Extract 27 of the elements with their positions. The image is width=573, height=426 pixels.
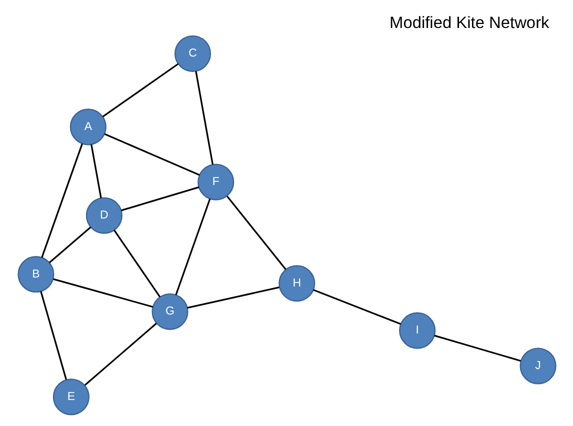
connector xyxy=(312,289,400,325)
connector xyxy=(40,144,82,258)
connector xyxy=(52,278,153,308)
connector xyxy=(120,186,199,212)
node-circle: A xyxy=(69,108,106,146)
connector xyxy=(90,144,102,198)
node-circle: G xyxy=(151,293,188,330)
connector xyxy=(186,286,279,309)
connector xyxy=(434,334,520,362)
connector xyxy=(104,133,200,176)
node-circle: C xyxy=(174,35,211,72)
node-circle: E xyxy=(52,378,89,416)
connector xyxy=(113,230,160,298)
node-circle: D xyxy=(85,197,122,234)
connector xyxy=(48,226,91,264)
connector xyxy=(226,195,286,270)
connector xyxy=(40,291,66,380)
node-circle: H xyxy=(278,265,315,302)
connector xyxy=(174,198,210,296)
connector xyxy=(194,71,213,165)
node-circle: J xyxy=(519,348,556,384)
node-circle: F xyxy=(197,164,234,200)
connector xyxy=(102,63,178,118)
diagram-title: Modified Kite Network xyxy=(389,14,549,32)
node-circle: I xyxy=(398,312,436,349)
node-circle: B xyxy=(17,256,54,293)
connector xyxy=(84,322,156,386)
